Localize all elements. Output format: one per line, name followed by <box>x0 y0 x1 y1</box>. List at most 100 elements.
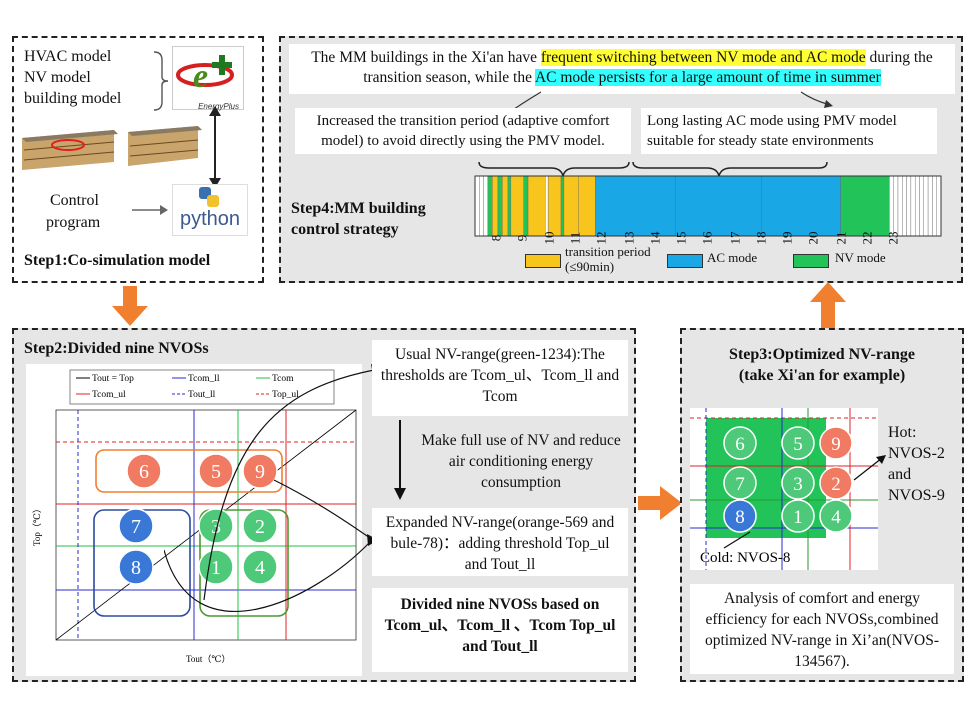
hour-label: 18 <box>753 231 769 245</box>
opt-nvos-9-circle <box>819 426 853 460</box>
arrow-step1-to-step2 <box>112 286 148 326</box>
hour-labels: 8 9 10 11 12 13 14 15 16 17 18 19 20 21 … <box>471 224 947 248</box>
chart-legend-tcom: Tcom <box>272 374 294 384</box>
opt-nvos-4-circle <box>819 499 853 533</box>
opt-nvos-5-circle <box>781 426 815 460</box>
arrow-step2-to-step3 <box>638 486 682 520</box>
hour-label: 14 <box>647 231 663 245</box>
down-arrow <box>394 420 406 500</box>
hour-label: 9 <box>514 234 530 242</box>
hour-label: 12 <box>593 231 609 245</box>
control-program-label: Control program <box>46 190 100 234</box>
step4-title: Step4:MM building control strategy <box>291 200 426 238</box>
step4-legend: transition period (≤90min) AC mode NV mo… <box>525 244 925 276</box>
legend-transition-text: transition period <box>565 244 651 259</box>
hot-arrow <box>853 455 886 481</box>
y-axis-label: Top（℃） <box>32 504 42 546</box>
step3-title-line1: Step3:Optimized NV-range <box>729 346 915 363</box>
nvos-6-label: 6 <box>139 461 149 483</box>
nvos-3-label: 3 <box>211 516 221 538</box>
legend-label-transition: transition period (≤90min) <box>565 244 651 274</box>
opt-nvos-6-label: 6 <box>735 434 745 455</box>
hour-label: 13 <box>621 231 637 245</box>
python-logo: python <box>172 184 248 236</box>
hour-label: 23 <box>885 231 901 245</box>
step3-title: Step3:Optimized NV-range (take Xi'an for… <box>682 344 962 386</box>
arrow-9-to-expanded <box>273 479 371 539</box>
opt-nvos-1-circle <box>781 499 815 533</box>
ac-brace <box>632 161 828 177</box>
python-text: python <box>179 208 241 230</box>
opt-nvos-5-label: 5 <box>793 434 803 455</box>
expanded-nv-range-box: Expanded NV-range(orange-569 and bule-78… <box>372 508 628 576</box>
legend-swatch-ac <box>667 254 703 268</box>
opt-nvos-3-label: 3 <box>793 474 803 495</box>
hour-label: 20 <box>805 231 821 245</box>
legend-label-ac: AC mode <box>707 250 758 265</box>
model-list: HVAC model NV model building model <box>24 46 121 109</box>
svg-text:e: e <box>193 58 208 95</box>
nvos-6-circle <box>126 453 162 489</box>
nvos-5-label: 5 <box>211 461 221 483</box>
step2-title: Step2:Divided nine NVOSs <box>24 340 209 357</box>
hot-label-line2: NVOS-2 <box>888 445 945 462</box>
arrow-green-to-usual <box>203 369 375 601</box>
usual-nv-range-box: Usual NV-range(green-1234):The threshold… <box>372 340 628 416</box>
timeline-segment <box>761 175 841 237</box>
control-label-line2: program <box>46 214 101 231</box>
model-building: building model <box>24 90 122 107</box>
nvos-3-circle <box>198 508 234 544</box>
summary-text-a: The MM buildings in the Xi'an have <box>311 49 541 66</box>
chart-legend-tout-top: Tout = Top <box>92 374 134 384</box>
opt-nvos-7-label: 7 <box>735 474 745 495</box>
connector-arrows <box>164 364 382 612</box>
model-nv: NV model <box>24 69 91 86</box>
timeline-bars <box>474 175 942 237</box>
x-axis-label: Tout（℃） <box>186 654 230 664</box>
opt-nvos-8-label: 8 <box>735 507 745 528</box>
hour-label: 11 <box>567 231 583 245</box>
arrow-8-to-expanded <box>164 541 371 612</box>
chart-legend-box <box>69 369 335 405</box>
opt-nvos-7-circle <box>723 466 757 500</box>
legend-swatch-nv <box>793 254 829 268</box>
control-arrow <box>132 205 168 215</box>
energyplus-text: EnergyPlus <box>198 102 239 111</box>
opt-nvos-3-circle <box>781 466 815 500</box>
model-brace <box>153 51 169 111</box>
nvos-2-label: 2 <box>255 516 265 538</box>
chart-legend-tcom-ll: Tcom_ll <box>188 374 220 384</box>
arrow-step3-to-step4 <box>810 282 846 328</box>
opt-nvos-8-circle <box>723 499 757 533</box>
hour-label: 19 <box>779 231 795 245</box>
nvos-4-label: 4 <box>255 557 265 579</box>
nvos-9-label: 9 <box>255 461 265 483</box>
opt-nvos-4-label: 4 <box>831 507 841 528</box>
nvos-2-circle <box>242 508 278 544</box>
transition-brace <box>478 161 630 177</box>
opt-nvos-1-label: 1 <box>793 507 803 528</box>
hour-label: 15 <box>673 231 689 245</box>
timeline-frame <box>474 175 942 237</box>
hot-label-line1: Hot: <box>888 424 917 441</box>
building-models-image <box>22 126 202 170</box>
optimized-range-chart: 6 5 9 7 3 2 8 1 4 Cold: NVOS-8 <box>690 408 878 570</box>
nvos-7-label: 7 <box>131 516 141 538</box>
opt-nvos-2-circle <box>819 466 853 500</box>
hot-label: Hot: NVOS-2 and NVOS-9 <box>888 422 945 506</box>
hour-label: 16 <box>699 231 715 245</box>
opt-nvos-9-label: 9 <box>831 434 841 455</box>
step4-left-note: Increased the transition period (adaptiv… <box>295 108 631 154</box>
summary-highlight-switching: frequent switching between NV mode and A… <box>540 49 866 66</box>
optimized-range-svg: 6 5 9 7 3 2 8 1 4 Cold: NVOS-8 <box>690 408 878 570</box>
plot-frame <box>55 409 357 641</box>
hour-label: 21 <box>833 231 849 245</box>
cold-label: Cold: NVOS-8 <box>700 550 790 566</box>
step3-analysis-box: Analysis of comfort and energy efficienc… <box>690 584 954 674</box>
summary-highlight-ac: AC mode persists for a large amount of t… <box>534 69 881 86</box>
nvos-4-circle <box>242 549 278 585</box>
summary-text-b: during the transition season, while the <box>363 49 933 86</box>
chart-legend-top-ul: Top_ul <box>272 390 299 400</box>
python-snakes-icon <box>199 187 219 207</box>
double-arrow <box>209 106 221 188</box>
